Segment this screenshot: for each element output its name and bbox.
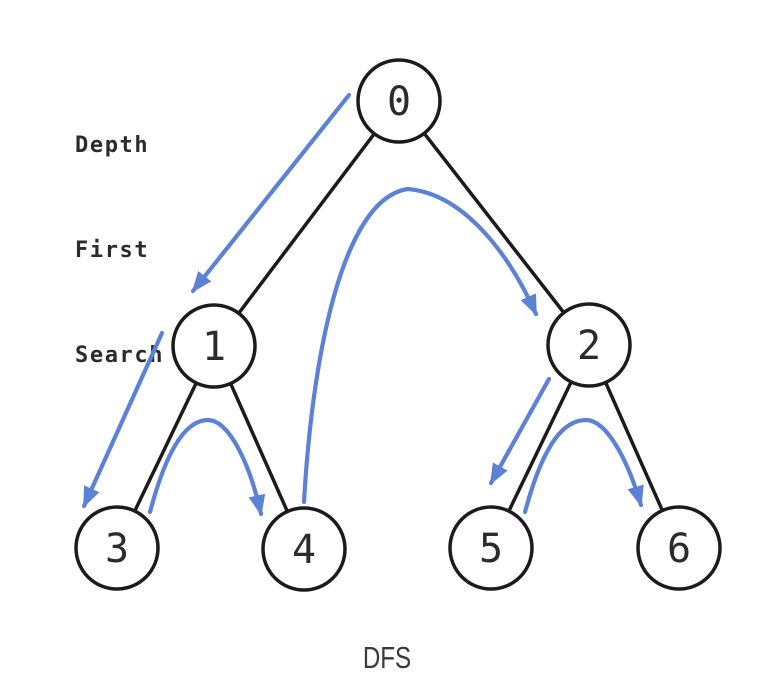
tree-edge-0-2 [397, 99, 591, 347]
traversal-arrow-3-4 [147, 417, 266, 517]
traversal-arrow-0-1 [190, 92, 352, 294]
tree-edge-0-1 [212, 99, 401, 348]
traversal-arrow-5-6 [522, 417, 644, 515]
tree-node-label-6: 6 [667, 526, 691, 572]
tree-node-1 [171, 303, 257, 389]
traversal-arrow-4-2 [301, 186, 539, 505]
tree-node-4 [261, 506, 347, 592]
tree-node-6 [636, 505, 722, 591]
tree-node-label-3: 3 [105, 526, 129, 572]
traversal-arrows [81, 92, 644, 517]
diagram-title-line-2: First [75, 238, 150, 263]
tree-node-5 [448, 505, 534, 591]
tree-node-label-5: 5 [479, 526, 503, 572]
tree-node-label-2: 2 [577, 323, 601, 369]
diagram-caption: DFS [362, 640, 412, 675]
tree-node-label-0: 0 [387, 79, 411, 125]
tree-node-label-4: 4 [292, 527, 316, 573]
traversal-arrow-1-3 [81, 330, 165, 509]
diagram-title-line-1: Depth [75, 133, 150, 158]
tree-nodes: 0 1 2 3 4 5 6 [74, 58, 722, 592]
tree-node-0 [356, 58, 442, 144]
traversal-arrow-2-5 [488, 376, 552, 486]
tree-node-3 [74, 505, 160, 591]
tree-node-label-1: 1 [202, 324, 226, 370]
tree-node-2 [546, 302, 632, 388]
